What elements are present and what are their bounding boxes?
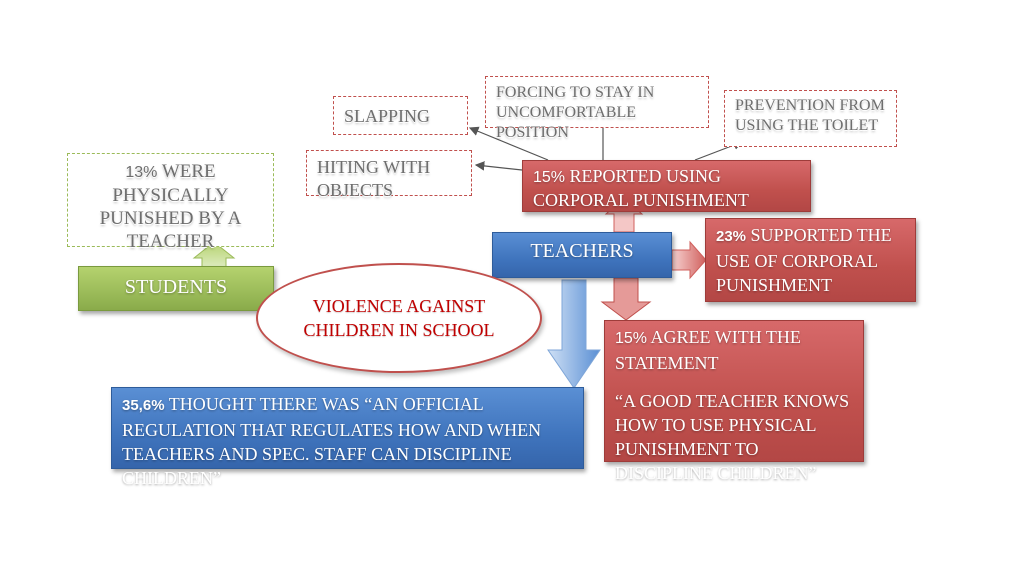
teachers-node: TEACHERS xyxy=(492,232,672,278)
arrow-to-hitting xyxy=(474,161,523,171)
forcing-box: FORCING TO STAY IN UNCOMFORTABLE POSITIO… xyxy=(485,76,709,141)
teachers-reported-box: 15% REPORTED USING CORPORAL PUNISHMENT xyxy=(522,160,811,212)
center-label: VIOLENCE AGAINST CHILDREN IN SCHOOL xyxy=(303,296,495,340)
students-stat-label: WERE PHYSICALLY PUNISHED BY A TEACHER xyxy=(99,161,242,252)
students-stat-box: 13% WERE PHYSICALLY PUNISHED BY A TEACHE… xyxy=(67,153,274,252)
students-label: STUDENTS xyxy=(124,276,228,298)
teachers-label: TEACHERS xyxy=(530,240,634,262)
regulation-label: THOUGHT THERE WAS “AN OFFICIAL REGULATIO… xyxy=(122,394,542,488)
center-ellipse: VIOLENCE AGAINST CHILDREN IN SCHOOL xyxy=(256,263,542,373)
arrow-to-slapping xyxy=(468,126,549,161)
slapping-label: SLAPPING xyxy=(344,106,431,126)
arrow-teachers-right xyxy=(671,240,707,280)
agree-label: AGREE WITH THE STATEMENT xyxy=(615,327,801,373)
teachers-reported-label: REPORTED USING CORPORAL PUNISHMENT xyxy=(533,166,749,210)
students-node: STUDENTS xyxy=(78,266,274,311)
students-pct: 13% xyxy=(125,164,158,181)
regulation-pct: 35,6% xyxy=(122,397,165,414)
arrow-teachers-regulation xyxy=(547,279,601,389)
slapping-box: SLAPPING xyxy=(333,96,468,135)
prevention-label: PREVENTION FROM USING THE TOILET xyxy=(735,97,885,134)
hitting-label: HITING WITH OBJECTS xyxy=(317,157,431,200)
forcing-label: FORCING TO STAY IN UNCOMFORTABLE POSITIO… xyxy=(496,84,655,141)
arrow-teachers-down xyxy=(600,277,652,321)
supported-box: 23% SUPPORTED THE USE OF CORPORAL PUNISH… xyxy=(705,218,916,302)
teachers-reported-pct: 15% xyxy=(533,169,566,186)
agree-pct: 15% xyxy=(615,330,648,347)
supported-pct: 23% xyxy=(716,228,747,245)
regulation-box: 35,6% THOUGHT THERE WAS “AN OFFICIAL REG… xyxy=(111,387,584,488)
prevention-box: PREVENTION FROM USING THE TOILET xyxy=(724,90,897,147)
hitting-box: HITING WITH OBJECTS xyxy=(306,150,472,200)
supported-label: SUPPORTED THE USE OF CORPORAL PUNISHMENT xyxy=(716,225,892,295)
agree-box: 15% AGREE WITH THE STATEMENT “A GOOD TEA… xyxy=(604,320,864,483)
quote-text: “A GOOD TEACHER KNOWS HOW TO USE PHYSICA… xyxy=(615,391,850,483)
